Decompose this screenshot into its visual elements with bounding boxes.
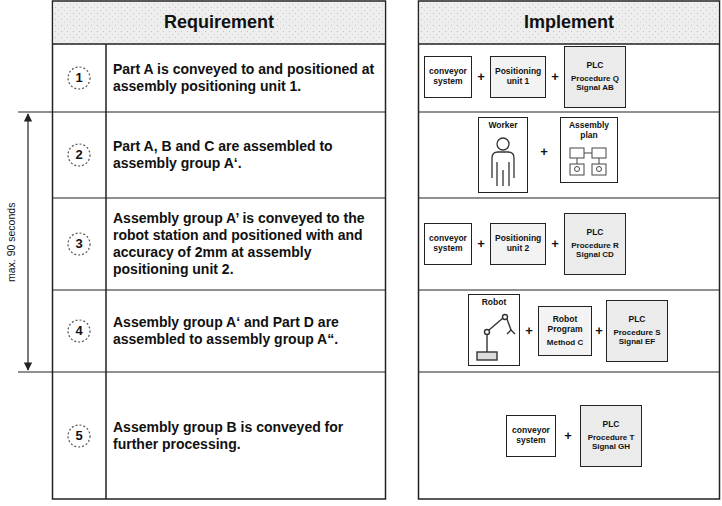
box-label: Positioning unit 2 — [495, 234, 541, 254]
plus-sign: + — [540, 144, 548, 160]
panel-header: Implement — [418, 0, 720, 44]
plus-sign: + — [477, 236, 485, 252]
requirement-text: Assembly group B is conveyed for further… — [113, 419, 381, 453]
box-label: Robot Program — [543, 315, 587, 335]
robot-icon — [477, 315, 515, 361]
plus-sign: + — [525, 323, 533, 339]
box-label: conveyor system — [511, 426, 551, 446]
box-label: PLC — [611, 315, 663, 325]
worker-icon — [492, 138, 514, 186]
component-box: Robot ProgramMethod C — [538, 306, 592, 356]
header-fill — [54, 2, 385, 44]
box-detail: Procedure S Signal EF — [611, 328, 663, 346]
plc-box: PLC Procedure R Signal CD — [564, 213, 626, 275]
callout-number: 1 — [75, 70, 82, 86]
plus-sign: + — [564, 428, 572, 444]
box-label: conveyor system — [429, 234, 467, 254]
header-fill — [420, 2, 719, 44]
plc-box: PLC Procedure T Signal GH — [580, 405, 642, 467]
component-box: conveyor system — [506, 415, 556, 457]
box-label: Assembly plan — [565, 121, 613, 141]
requirement-table — [53, 1, 386, 499]
callout-number: 3 — [75, 236, 82, 252]
header-text: Implement — [524, 12, 614, 33]
component-box: conveyor system — [424, 223, 472, 265]
plus-sign: + — [477, 69, 485, 85]
implement-panel — [419, 1, 720, 499]
panel-header: Requirement — [52, 0, 386, 44]
component-box: conveyor system — [424, 56, 472, 98]
requirement-text: Part A, B and C are assembled to assembl… — [113, 138, 381, 172]
worker-box: Worker — [478, 117, 528, 193]
callout-number: 2 — [75, 147, 82, 163]
box-label: Robot — [473, 298, 515, 308]
box-label: Positioning unit 1 — [495, 67, 541, 87]
box-label: PLC — [569, 61, 621, 71]
callout-number: 4 — [75, 323, 82, 339]
plus-sign: + — [551, 236, 559, 252]
plus-sign: + — [595, 323, 603, 339]
plc-box: PLC Procedure Q Signal AB — [564, 46, 626, 108]
callout-circles — [68, 67, 90, 447]
requirement-text: Part A is conveyed to and positioned at … — [113, 61, 381, 95]
requirement-text: Assembly group A‘ and Part D are assembl… — [113, 314, 381, 348]
box-detail: Procedure T Signal GH — [585, 433, 637, 451]
box-detail: Procedure Q Signal AB — [569, 74, 621, 92]
box-detail: Procedure R Signal CD — [569, 241, 621, 259]
plc-box: PLC Procedure S Signal EF — [606, 300, 668, 362]
component-box: Positioning unit 2 — [490, 223, 546, 265]
plus-sign: + — [551, 69, 559, 85]
box-label: Worker — [483, 121, 523, 131]
box-label: PLC — [569, 228, 621, 238]
box-detail: Method C — [543, 338, 587, 347]
time-bracket — [18, 112, 52, 372]
box-label: conveyor system — [429, 67, 467, 87]
component-box: Positioning unit 1 — [490, 56, 546, 98]
robot-box: Robot — [468, 294, 520, 366]
callout-number: 5 — [75, 428, 82, 444]
header-text: Requirement — [164, 12, 274, 33]
assembly-plan-icon — [570, 148, 606, 175]
implement-panel: Implementconveyor systemPositioning unit… — [418, 0, 720, 500]
box-label: PLC — [585, 420, 637, 430]
time-limit-label: max. 90 seconds — [6, 200, 19, 283]
assembly-plan-box: Assembly plan — [560, 117, 618, 183]
requirement-text: Assembly group A’ is conveyed to the rob… — [113, 210, 381, 277]
